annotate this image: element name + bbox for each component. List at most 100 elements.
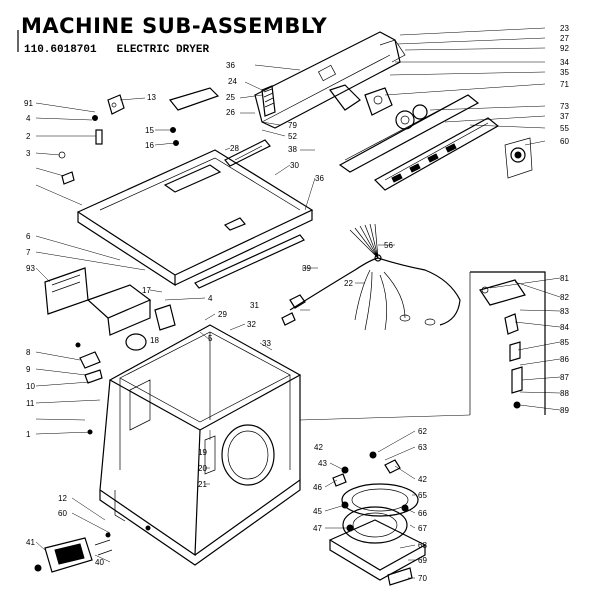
top-panel-assembly <box>254 31 406 129</box>
callout-label: 10 <box>26 382 35 391</box>
callout-label: 73 <box>560 102 569 111</box>
callout-label: 24 <box>228 77 237 86</box>
callout-label: 22 <box>344 279 353 288</box>
bearing-assembly <box>328 451 427 586</box>
diagram-title: MACHINE SUB-ASSEMBLY <box>21 14 328 38</box>
thermostat-inset <box>299 271 546 421</box>
callout-label: 93 <box>26 264 35 273</box>
callout-label: 13 <box>147 93 156 102</box>
callout-label: 31 <box>250 301 259 310</box>
cabinet <box>99 324 302 566</box>
callout-label: 27 <box>560 34 569 43</box>
callout-label: 18 <box>150 336 159 345</box>
callout-label: 3 <box>26 149 31 158</box>
ground-wire <box>281 294 306 326</box>
callout-label: 25 <box>226 93 235 102</box>
callout-label: 45 <box>313 507 322 516</box>
callout-label: 28 <box>230 144 239 153</box>
diagram-subtitle: 110.6018701 ELECTRIC DRYER <box>24 44 209 56</box>
callout-label: 37 <box>560 112 569 121</box>
callout-label: 4 <box>26 114 31 123</box>
callout-label: 85 <box>560 338 569 347</box>
lint-cover <box>168 87 220 111</box>
callout-label: 55 <box>560 124 569 133</box>
hinge-strip <box>194 234 305 289</box>
callout-label: 56 <box>384 241 393 250</box>
terminal-block-93 <box>44 267 89 315</box>
top-cover <box>76 149 314 287</box>
callout-label: 8 <box>26 348 31 357</box>
callout-label: 66 <box>418 509 427 518</box>
callout-label: 23 <box>560 24 569 33</box>
callout-label: 30 <box>290 161 299 170</box>
callout-label: 7 <box>26 248 31 257</box>
door-switch <box>34 537 113 573</box>
callout-label: 34 <box>560 58 569 67</box>
callout-label: 38 <box>288 145 297 154</box>
callout-label: 11 <box>26 399 35 408</box>
callout-label: 71 <box>560 80 569 89</box>
callout-label: 42 <box>418 475 427 484</box>
product-description: ELECTRIC DRYER <box>116 44 210 56</box>
model-number: 110.6018701 <box>24 44 97 56</box>
wire-harness <box>289 223 461 331</box>
callout-label: 5 <box>208 334 213 343</box>
callout-labels: 23 27 92 34 35 71 73 37 55 60 36 24 25 2… <box>24 24 569 583</box>
callout-label: 6 <box>26 232 31 241</box>
callout-label: 36 <box>226 61 235 70</box>
callout-label: 65 <box>418 491 427 500</box>
callout-label: 20 <box>198 464 207 473</box>
control-console <box>338 94 480 173</box>
callout-label: 35 <box>560 68 569 77</box>
callout-label: 63 <box>418 443 427 452</box>
callout-label: 36 <box>315 174 324 183</box>
callout-label: 79 <box>288 121 297 130</box>
callout-label: 19 <box>198 448 207 457</box>
callout-label: 60 <box>560 137 569 146</box>
callout-label: 17 <box>142 286 151 295</box>
callout-label: 12 <box>58 494 67 503</box>
duct-assembly <box>86 284 176 351</box>
callout-label: 69 <box>418 556 427 565</box>
callout-label: 33 <box>262 339 271 348</box>
callout-label: 15 <box>145 126 154 135</box>
callout-label: 70 <box>418 574 427 583</box>
callout-label: 83 <box>560 307 569 316</box>
bracket-13 <box>107 94 125 115</box>
callout-label: 40 <box>95 558 104 567</box>
callout-label: 89 <box>560 406 569 415</box>
leader-lines <box>35 27 561 579</box>
callout-label: 81 <box>560 274 569 283</box>
callout-label: 9 <box>26 365 31 374</box>
callout-label: 91 <box>24 99 33 108</box>
callout-label: 32 <box>247 320 256 329</box>
callout-label: 39 <box>302 264 311 273</box>
small-brackets-left <box>75 342 151 538</box>
callout-label: 41 <box>26 538 35 547</box>
callout-label: 52 <box>288 132 297 141</box>
callout-label: 29 <box>218 310 227 319</box>
callout-label: 43 <box>318 459 327 468</box>
callout-label: 21 <box>198 480 207 489</box>
callout-label: 1 <box>26 430 31 439</box>
callout-label: 60 <box>58 509 67 518</box>
control-knob <box>504 137 533 179</box>
callout-label: 68 <box>418 541 427 550</box>
callout-label: 84 <box>560 323 569 332</box>
callout-label: 88 <box>560 389 569 398</box>
callout-label: 46 <box>313 483 322 492</box>
graphic-panel <box>374 117 500 191</box>
callout-label: 92 <box>560 44 569 53</box>
callout-label: 26 <box>226 108 235 117</box>
small-parts-left <box>58 115 179 185</box>
callout-label: 67 <box>418 524 427 533</box>
callout-label: 82 <box>560 293 569 302</box>
callout-label: 86 <box>560 355 569 364</box>
callout-label: 62 <box>418 427 427 436</box>
callout-label: 16 <box>145 141 154 150</box>
callout-label: 4 <box>208 294 213 303</box>
lint-filter <box>224 139 271 167</box>
callout-label: 47 <box>313 524 322 533</box>
callout-label: 2 <box>26 132 31 141</box>
callout-label: 42 <box>314 443 323 452</box>
